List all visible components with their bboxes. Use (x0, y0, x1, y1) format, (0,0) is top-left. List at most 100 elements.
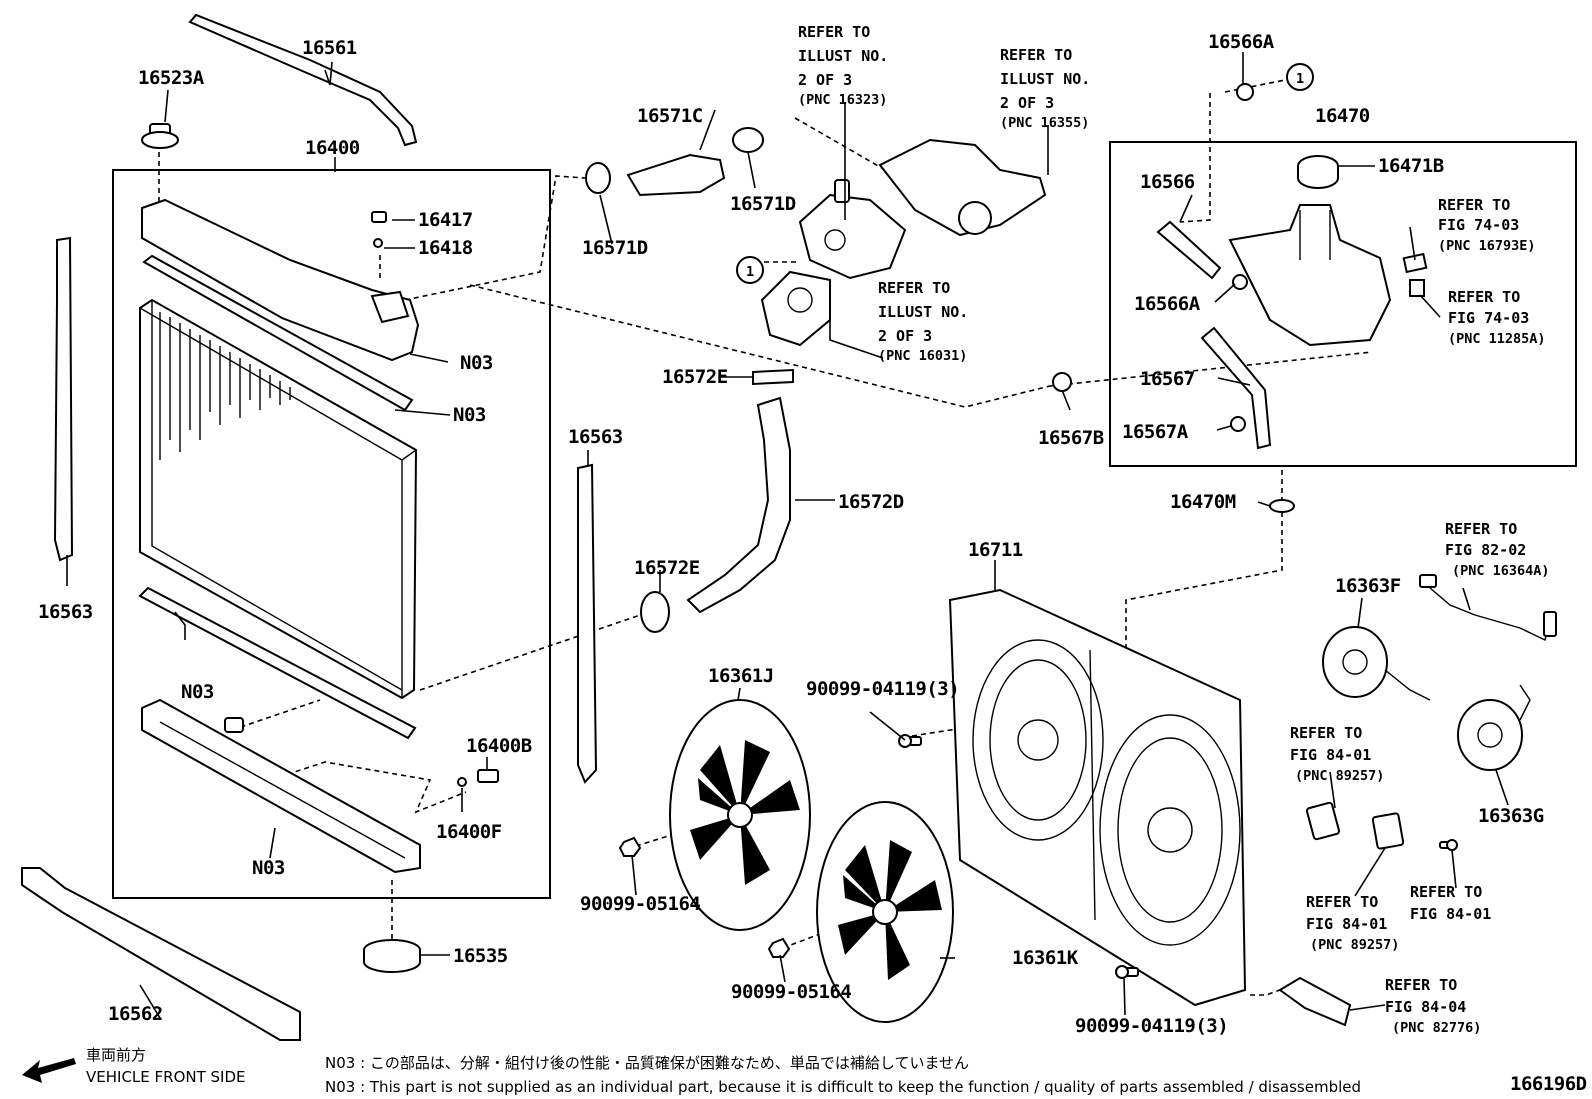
refer-to-fig-84-01: REFER TO FIG 84-01 (1410, 883, 1491, 923)
clip-16566a-upper (1236, 83, 1254, 101)
part-number-90099-04119-a: 90099-04119(3) (806, 678, 959, 700)
part-number-16567a: 16567A (1122, 421, 1189, 443)
fan-motor-16363g (1457, 684, 1531, 771)
grommet-16470m (1269, 499, 1295, 513)
refer-to-pnc-11285a: REFER TO FIG 74-03 (PNC 11285A) (1448, 288, 1546, 347)
radiator-support-seal-lower (21, 867, 301, 1041)
radiator-inlet-hose (626, 153, 726, 197)
part-number-16400: 16400 (305, 137, 360, 159)
nut-90099-05164-b (767, 937, 791, 958)
refer-line-2: FIG 84-01 (1306, 915, 1387, 933)
radiator-outlet-hose (686, 396, 791, 614)
radiator-support-cushion (363, 939, 421, 973)
reserve-tank-cap (1297, 155, 1339, 189)
part-number-16470: 16470 (1315, 105, 1370, 127)
reserve-tank (1228, 204, 1392, 347)
part-number-16567: 16567 (1140, 368, 1195, 390)
part-number-16563-left: 16563 (38, 601, 93, 623)
reserve-tank-frame (1109, 141, 1577, 467)
part-number-16572e-b: 16572E (634, 557, 700, 579)
tank-label-a (1402, 252, 1428, 274)
reserve-tank-hose-16566 (1156, 220, 1222, 280)
refer-pnc: (PNC 16355) (1000, 115, 1089, 131)
part-number-16400b: 16400B (466, 735, 532, 757)
radiator-side-seal-left (53, 236, 74, 562)
part-code-n03-b: N03 (453, 404, 486, 426)
hose-clamp-16572e-lower (640, 591, 670, 633)
part-number-16363f: 16363F (1335, 575, 1401, 597)
note-n03-en: N03 : This part is not supplied as an in… (325, 1078, 1361, 1096)
fan-wiring-harness (1429, 587, 1551, 642)
refer-line-1: REFER TO (1438, 196, 1510, 214)
refer-line-1: REFER TO (798, 23, 870, 41)
refer-line-1: REFER TO (1000, 46, 1072, 64)
refer-line-1: REFER TO (1448, 288, 1520, 306)
part-number-16571c: 16571C (637, 105, 703, 127)
part-number-16363g: 16363G (1478, 805, 1544, 827)
reference-marker-1-upper: 1 (1286, 63, 1314, 91)
refer-line-2: FIG 84-04 (1385, 998, 1466, 1016)
harness-connector-b (1543, 611, 1557, 637)
bolt-90099-04119-b (1115, 965, 1139, 979)
note-n03-jp: N03 : この部品は、分解・組付け後の性能・品質確保が困難なため、単品では補給… (325, 1054, 969, 1072)
refer-pnc: (PNC 89257) (1295, 768, 1384, 784)
part-number-16571d-b: 16571D (730, 193, 796, 215)
clip-16566a-lower (1232, 274, 1248, 290)
part-number-16561: 16561 (302, 37, 357, 59)
refer-pnc: (PNC 16323) (798, 92, 887, 108)
refer-line-1: REFER TO (1445, 520, 1517, 538)
refer-to-pnc-16793e: REFER TO FIG 74-03 (PNC 16793E) (1438, 196, 1536, 254)
part-number-90099-05164-a: 90099-05164 (580, 893, 700, 915)
reference-marker-text: 1 (1296, 71, 1304, 87)
part-number-16471b: 16471B (1378, 155, 1444, 177)
part-number-16400f: 16400F (436, 821, 502, 843)
nut-90099-05164-a (618, 836, 642, 857)
harness-connector-a (1419, 574, 1437, 588)
part-number-16417: 16417 (418, 209, 473, 231)
refer-pnc: (PNC 89257) (1310, 937, 1399, 953)
upper-tank-gasket (142, 254, 414, 412)
part-number-16361j: 16361J (708, 665, 774, 687)
hose-clamp-16571d-a (585, 162, 611, 194)
part-number-16571d-a: 16571D (582, 237, 648, 259)
radiator-cap (141, 123, 179, 149)
part-number-16572e-a: 16572E (662, 366, 728, 388)
part-code-n03-a: N03 (460, 352, 493, 374)
part-number-90099-04119-b: 90099-04119(3) (1075, 1015, 1228, 1037)
radiator-lower-tank (141, 698, 421, 874)
part-number-16562: 16562 (108, 1003, 163, 1025)
front-direction-indicator: 車両前方 VEHICLE FRONT SIDE (22, 1046, 246, 1086)
radiator-side-seal-right (577, 463, 598, 784)
part-number-16361k: 16361K (1012, 947, 1079, 969)
fan-relay-b (1371, 812, 1405, 850)
part-number-16418: 16418 (418, 237, 473, 259)
refer-line-3: 2 OF 3 (1000, 94, 1054, 112)
refer-line-2: ILLUST NO. (1000, 70, 1090, 88)
part-number-16572d: 16572D (838, 491, 904, 513)
refer-to-pnc-16355: REFER TO ILLUST NO. 2 OF 3 (PNC 16355) (1000, 46, 1090, 131)
refer-to-pnc-16323: REFER TO ILLUST NO. 2 OF 3 (PNC 16323) (798, 23, 888, 108)
refer-line-2: FIG 74-03 (1448, 309, 1529, 327)
drain-cock (457, 769, 499, 787)
hose-clamp-16572e-upper (752, 368, 794, 386)
part-number-16563-right: 16563 (568, 426, 623, 448)
clip-16567a (1230, 416, 1246, 432)
refer-line-3: 2 OF 3 (798, 71, 852, 89)
part-code-n03-d: N03 (252, 857, 285, 879)
diagram-id: 166196D (1510, 1073, 1587, 1095)
refer-line-1: REFER TO (878, 279, 950, 297)
refer-line-2: FIG 74-03 (1438, 216, 1519, 234)
refer-pnc: (PNC 11285A) (1448, 331, 1546, 347)
tank-label-b (1409, 279, 1425, 297)
lower-tank-gasket (138, 586, 417, 740)
front-label-jp: 車両前方 (86, 1046, 146, 1064)
fan-motor-16363f (1322, 626, 1431, 701)
fan-shroud (948, 588, 1247, 1007)
part-number-16566: 16566 (1140, 171, 1195, 193)
part-number-90099-05164-b: 90099-05164 (731, 981, 851, 1003)
refer-to-pnc-89257-b: REFER TO FIG 84-01 (PNC 89257) (1306, 893, 1399, 953)
refer-line-2: ILLUST NO. (798, 47, 888, 65)
clip-16567b (1052, 372, 1072, 392)
refer-line-1: REFER TO (1385, 976, 1457, 994)
